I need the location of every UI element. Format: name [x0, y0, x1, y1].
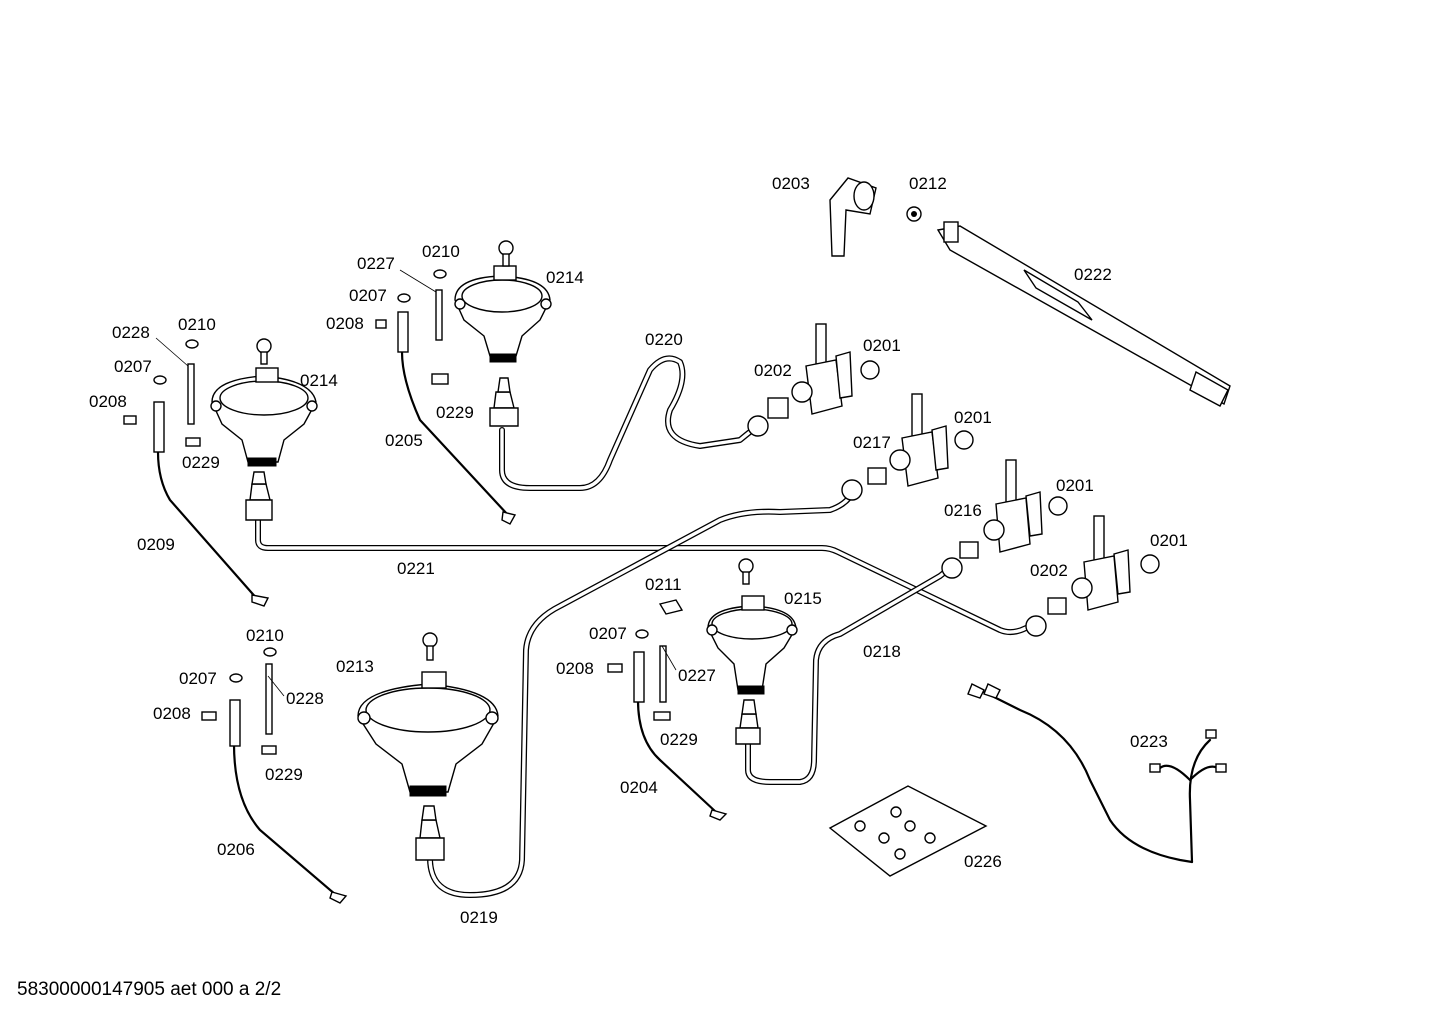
burner-base-0213 — [357, 632, 499, 861]
electrode-groups — [123, 269, 671, 755]
label-0227: 0227 — [357, 254, 395, 273]
label-0208: 0208 — [556, 659, 594, 678]
gas-tap-0217 — [841, 393, 974, 501]
gas-tap-0216 — [941, 459, 1068, 579]
label-0214: 0214 — [546, 268, 584, 287]
label-0215: 0215 — [784, 589, 822, 608]
wire-terminal-0204 — [709, 809, 728, 821]
label-0206: 0206 — [217, 840, 255, 859]
leader-lines — [155, 269, 677, 697]
label-0209: 0209 — [137, 535, 175, 554]
label-0208: 0208 — [153, 704, 191, 723]
gas-tap-0202b — [1025, 515, 1160, 637]
label-0210: 0210 — [178, 315, 216, 334]
screw-icon — [498, 240, 514, 256]
label-0208: 0208 — [326, 314, 364, 333]
label-0219: 0219 — [460, 908, 498, 927]
label-0218: 0218 — [863, 642, 901, 661]
wire-terminal-0206 — [329, 891, 348, 904]
label-0226: 0226 — [964, 852, 1002, 871]
label-0222: 0222 — [1074, 265, 1112, 284]
label-0207: 0207 — [179, 669, 217, 688]
label-0223: 0223 — [1130, 732, 1168, 751]
label-0213: 0213 — [336, 657, 374, 676]
label-0208: 0208 — [89, 392, 127, 411]
document-footer: 58300000147905 aet 000 a 2/2 — [17, 979, 282, 1000]
label-0228: 0228 — [286, 689, 324, 708]
label-0207: 0207 — [349, 286, 387, 305]
label-0210: 0210 — [246, 626, 284, 645]
burner-base-0214-left — [210, 338, 318, 521]
label-0229: 0229 — [182, 453, 220, 472]
screw-icon — [738, 558, 754, 574]
label-0229: 0229 — [436, 403, 474, 422]
label-0202: 0202 — [1030, 561, 1068, 580]
gas-inlet — [829, 177, 1231, 407]
label-0210: 0210 — [422, 242, 460, 261]
burner-base-0215 — [658, 558, 798, 745]
label-0203: 0203 — [772, 174, 810, 193]
wire-terminal-0205 — [501, 511, 517, 525]
wiring-harness-0223 — [967, 683, 1227, 864]
label-0201: 0201 — [863, 336, 901, 355]
label-0207: 0207 — [589, 624, 627, 643]
label-0202: 0202 — [754, 361, 792, 380]
label-0207: 0207 — [114, 357, 152, 376]
gas-pipes — [255, 355, 1029, 898]
label-0201: 0201 — [1150, 531, 1188, 550]
burner-base-0214-top — [454, 240, 552, 427]
label-0221: 0221 — [397, 559, 435, 578]
label-0211: 0211 — [645, 575, 682, 594]
injector-bag-0226 — [828, 785, 988, 877]
label-0214: 0214 — [300, 371, 338, 390]
part-labels: 0203 0212 0222 0227 0210 0214 0207 0208 … — [89, 174, 1188, 927]
gas-taps — [747, 323, 1160, 637]
label-0227: 0227 — [678, 666, 716, 685]
label-0228: 0228 — [112, 323, 150, 342]
label-0217: 0217 — [853, 433, 891, 452]
label-0204: 0204 — [620, 778, 658, 797]
thermocouple-wires — [156, 350, 728, 904]
label-0201: 0201 — [954, 408, 992, 427]
label-0229: 0229 — [265, 765, 303, 784]
label-0205: 0205 — [385, 431, 423, 450]
label-0220: 0220 — [645, 330, 683, 349]
gas-tap-0202a — [747, 323, 880, 437]
label-0216: 0216 — [944, 501, 982, 520]
label-0212: 0212 — [909, 174, 947, 193]
screw-icon — [256, 338, 272, 354]
label-0229: 0229 — [660, 730, 698, 749]
clip-0211 — [658, 599, 684, 615]
wire-terminal-0209 — [251, 594, 270, 607]
label-0201: 0201 — [1056, 476, 1094, 495]
screw-icon — [422, 632, 438, 648]
